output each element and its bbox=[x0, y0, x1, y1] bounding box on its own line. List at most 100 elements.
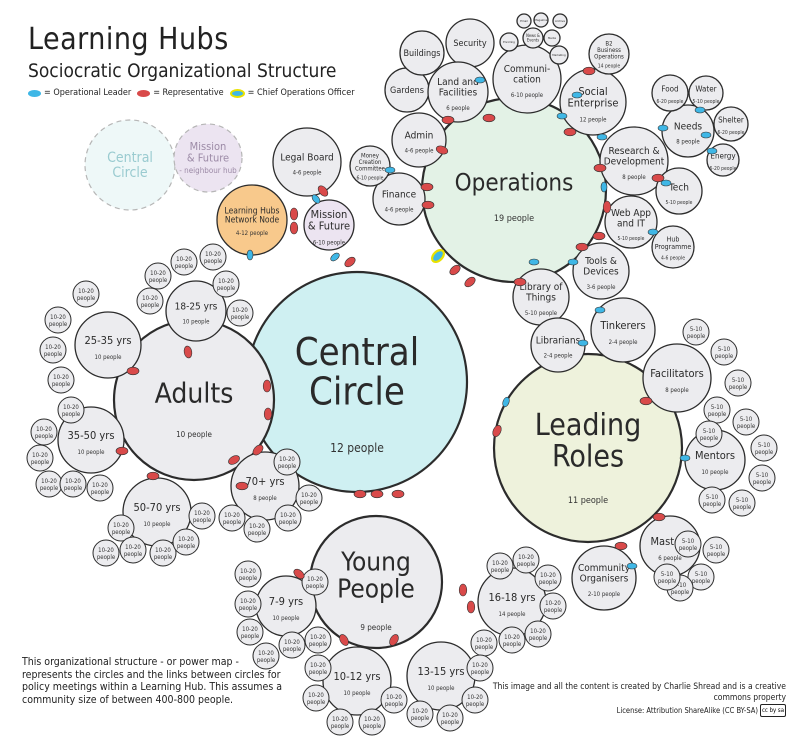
circle-security-title: Security bbox=[453, 39, 486, 49]
small-circle-unit: people bbox=[141, 302, 160, 309]
circle-ghost_central-title: Central bbox=[107, 150, 153, 166]
circle-enrolling-title: Enrolling bbox=[503, 40, 515, 44]
operational-marker-shape bbox=[311, 194, 321, 204]
circle-ghost_mission-title: & Future bbox=[187, 152, 229, 165]
small-circle-unit: people bbox=[703, 501, 722, 508]
circle-leading-shape bbox=[492, 352, 684, 544]
operational-marker-shape bbox=[567, 258, 579, 266]
circle-y1315-count: 10 people bbox=[428, 685, 456, 692]
representative-link-marker bbox=[289, 207, 299, 221]
circle-young-title: Young bbox=[340, 547, 411, 577]
representative-link-marker bbox=[252, 444, 264, 456]
representative-swatch bbox=[137, 89, 151, 97]
page-title: Learning Hubs bbox=[28, 22, 229, 57]
small-circle-shape bbox=[358, 708, 386, 736]
representative-link-marker bbox=[582, 66, 596, 76]
small-circle-range: 10-20 bbox=[240, 598, 256, 605]
small-circle-range: 5-10 bbox=[758, 442, 771, 449]
circle-b2b-title: B2 bbox=[605, 41, 612, 48]
circle-masters-count: 6 people bbox=[658, 555, 682, 562]
circle-facilitators-shape bbox=[642, 343, 712, 413]
circle-y2535-shape bbox=[74, 311, 142, 379]
small-circle-shape bbox=[498, 626, 526, 654]
representative-link-marker bbox=[228, 455, 240, 465]
small-circle-unit: people bbox=[441, 719, 460, 726]
representative-marker-shape bbox=[370, 489, 384, 499]
small-circle-range: 10-20 bbox=[284, 639, 300, 646]
circle-land-title: Facilities bbox=[439, 88, 478, 99]
circle-mission-title: Mission bbox=[311, 208, 348, 221]
circle-y79-title: 7-9 yrs bbox=[269, 595, 303, 608]
legend-coo-label: = Chief Operations Officer bbox=[247, 88, 355, 98]
circle-young-title: People bbox=[337, 575, 415, 605]
circle-tinkerers-title: Tinkerers bbox=[599, 319, 645, 332]
circle-money-title: Creation bbox=[359, 159, 382, 166]
legend-representative-label: = Representative bbox=[153, 88, 224, 98]
small-circle-unit: people bbox=[124, 551, 143, 558]
small-circle-range: 5-10 bbox=[740, 416, 753, 423]
operational-marker-shape bbox=[384, 166, 396, 174]
representative-link-marker bbox=[317, 185, 329, 197]
operational-link-marker bbox=[596, 133, 608, 141]
small-circle-unit: people bbox=[97, 554, 116, 561]
representative-marker-shape bbox=[317, 185, 329, 197]
representative-link-marker bbox=[513, 277, 527, 287]
operational-link-marker bbox=[660, 179, 672, 187]
small-circle-range: 10-20 bbox=[32, 452, 48, 459]
small-circle-range: 5-10 bbox=[710, 544, 723, 551]
representative-marker-shape bbox=[126, 366, 140, 376]
circle-email-title: Email bbox=[520, 19, 528, 23]
circle-security: Security bbox=[445, 18, 495, 68]
circle-tech-title: Tech bbox=[668, 182, 689, 193]
representative-marker-shape bbox=[639, 396, 653, 406]
small-circle-unit: people bbox=[687, 333, 706, 340]
representative-marker-shape bbox=[353, 489, 367, 499]
small-circle-shape bbox=[57, 396, 85, 424]
circle-mission-count: 6-10 people bbox=[313, 240, 346, 247]
representative-marker-shape bbox=[183, 345, 193, 359]
small-circle-shape bbox=[236, 618, 264, 646]
representative-link-marker bbox=[435, 145, 449, 155]
circle-hubprog-title: Hub bbox=[667, 236, 680, 244]
small-circle-unit: people bbox=[755, 449, 774, 456]
representative-marker-shape bbox=[289, 207, 299, 221]
small-circle-shape bbox=[710, 338, 738, 366]
small-circle-unit: people bbox=[241, 633, 260, 640]
small-circle-unit: people bbox=[149, 277, 168, 284]
circle-y5070-count: 10 people bbox=[144, 521, 172, 528]
circle-finance-title: Finance bbox=[382, 189, 417, 200]
circle-mentors-title: Mentors bbox=[695, 449, 735, 462]
small-circle-shape bbox=[687, 563, 715, 591]
small-circle-shape bbox=[86, 474, 114, 502]
representative-link-marker bbox=[391, 489, 405, 499]
circle-y1012-count: 10 people bbox=[344, 690, 372, 697]
circle-water-title: Water bbox=[695, 85, 716, 94]
circle-admin-shape bbox=[391, 112, 447, 168]
circle-research-title: Research & bbox=[608, 146, 659, 157]
operational-link-marker bbox=[502, 396, 510, 408]
operational-link-marker bbox=[679, 454, 691, 462]
circle-land-title: Land and bbox=[437, 77, 479, 88]
operational-marker-shape bbox=[657, 124, 669, 132]
circle-social-count: 12 people bbox=[580, 117, 608, 124]
circle-community-title: Organisers bbox=[580, 574, 629, 585]
circle-social-title: Social bbox=[578, 85, 607, 98]
representative-marker-shape bbox=[235, 481, 249, 491]
